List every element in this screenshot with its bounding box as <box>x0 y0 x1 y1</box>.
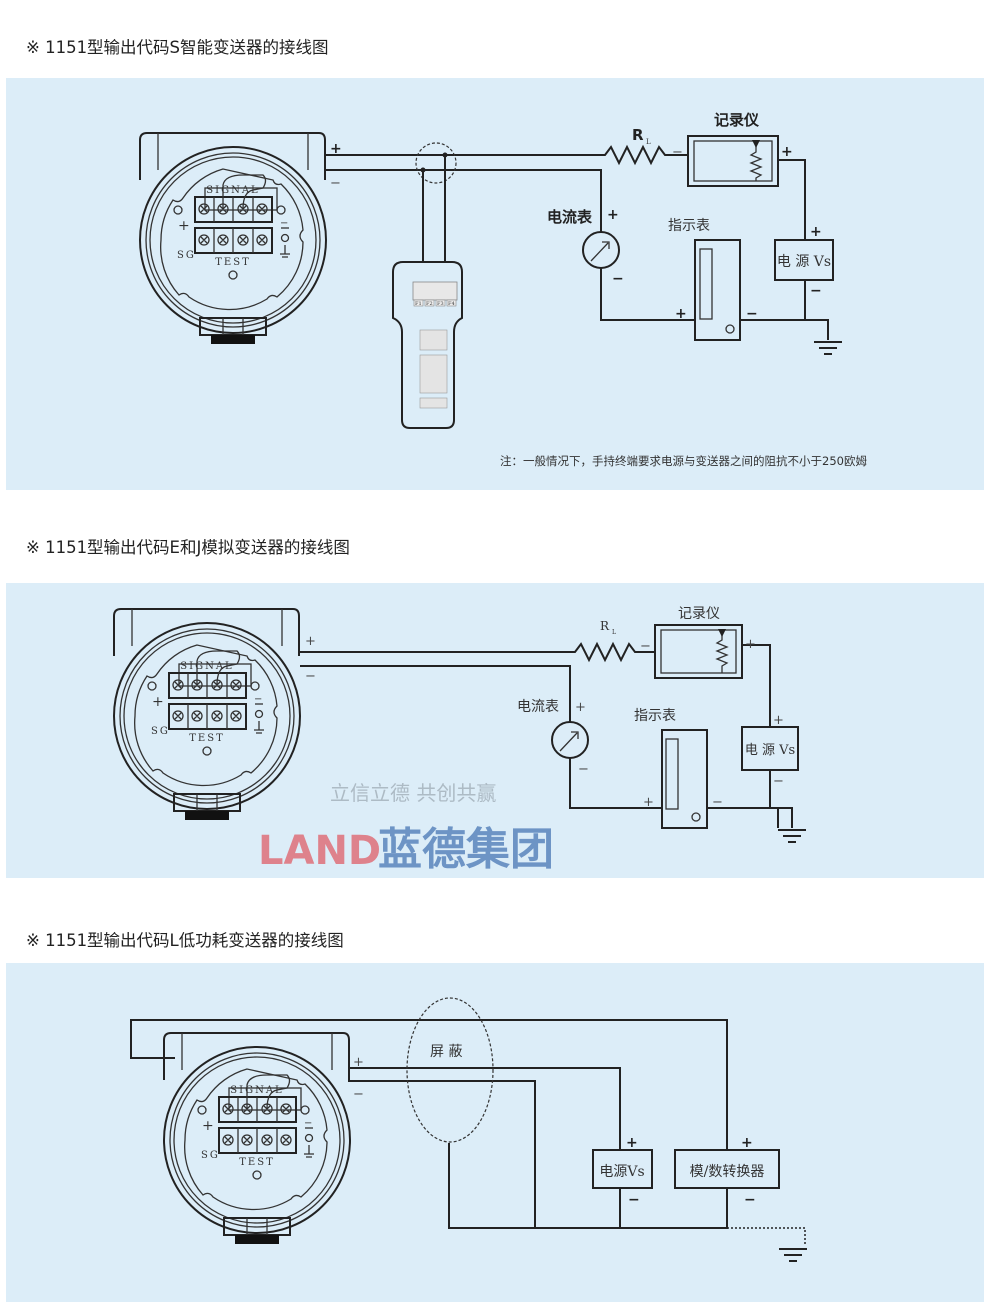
rl-label: R <box>600 619 610 633</box>
recorder-label: 记录仪 <box>714 111 760 129</box>
adc-label: 模/数转换器 <box>690 1163 765 1180</box>
watermark-logo: LAND <box>258 828 381 874</box>
signal-label: SIGNAL <box>180 661 233 672</box>
plus-sign: + <box>810 224 822 240</box>
section-title-ej: ※ 1151型输出代码E和J模拟变送器的接线图 <box>26 538 350 557</box>
plus-sign: + <box>305 634 316 649</box>
minus-sign: − <box>353 1087 364 1102</box>
plus-label: + <box>178 218 190 234</box>
diagram-ej-wiring: SIGNAL TEST SG + − 电 源 Vs + − R L − 记录仪 … <box>113 606 807 875</box>
minus-sign: − <box>810 283 822 299</box>
transmitter: SIGNAL TEST SG + − <box>113 608 301 820</box>
power-label: 电源Vs <box>599 1164 644 1180</box>
test-terminal-block <box>194 227 273 254</box>
signal-label: SIGNAL <box>230 1085 283 1096</box>
plus-label: + <box>152 694 164 710</box>
watermark: LAND 蓝德集团 立信立德 共创共赢 <box>258 781 554 875</box>
ammeter <box>582 231 620 269</box>
minus-sign: − <box>672 145 683 160</box>
rl-subscript: L <box>612 629 616 636</box>
plus-label: + <box>202 1118 214 1134</box>
indicator-label: 指示表 <box>668 218 710 234</box>
watermark-brand: 蓝德集团 <box>378 824 554 875</box>
minus-sign: − <box>578 762 589 777</box>
plus-sign: + <box>773 713 784 728</box>
note-text: 注：一般情况下，手持终端要求电源与变送器之间的阻抗不小于250欧姆 <box>500 454 867 468</box>
recorder <box>687 135 779 187</box>
ammeter <box>551 721 589 759</box>
test-label: TEST <box>215 257 251 268</box>
test-terminal-block <box>168 703 247 730</box>
minus-sign: − <box>640 639 651 654</box>
ad-converter <box>674 1149 780 1189</box>
shield-label: 屏 蔽 <box>430 1044 462 1060</box>
minus-sign: − <box>712 795 723 810</box>
signal-label: SIGNAL <box>206 185 259 196</box>
test-label: TEST <box>189 733 225 744</box>
minus-sign: − <box>746 306 758 322</box>
power-supply <box>592 1149 653 1189</box>
f1-key: F1 <box>415 301 422 307</box>
ammeter-label: 电流表 <box>547 208 593 226</box>
plus-sign: + <box>607 207 619 223</box>
recorder <box>654 624 743 679</box>
test-terminal-block <box>218 1127 297 1154</box>
section-title-s: ※ 1151型输出代码S智能变送器的接线图 <box>26 38 329 57</box>
minus-sign: − <box>612 271 624 287</box>
minus-sign: − <box>744 1192 756 1208</box>
power-label: 电 源 Vs <box>777 254 831 270</box>
indicator-meter <box>661 729 708 829</box>
power-supply <box>741 726 799 771</box>
minus-label: − <box>254 694 262 705</box>
diagram-s-wiring: 电 源 Vs F1 F2 F3 F4 + − R L − 记录仪 + 电流表 +… <box>325 111 867 468</box>
section-title-l: ※ 1151型输出代码L低功耗变送器的接线图 <box>26 931 344 950</box>
plus-sign: + <box>741 1135 753 1151</box>
panel-s-diagram <box>6 78 984 490</box>
diagram-l-wiring: SIGNAL TEST SG + − 电源Vs 模/数转换器 屏 蔽 + − +… <box>130 997 808 1262</box>
f3-key: F3 <box>437 301 444 307</box>
plus-sign: + <box>330 141 342 157</box>
f4-key: F4 <box>448 301 455 307</box>
sg-label: SG <box>151 726 170 737</box>
power-supply <box>774 239 834 281</box>
shield-ellipse <box>406 997 494 1143</box>
minus-sign: − <box>305 669 316 684</box>
plus-sign: + <box>745 637 756 652</box>
sg-label: SG <box>177 250 196 261</box>
minus-sign: − <box>330 176 341 191</box>
ammeter-label: 电流表 <box>517 699 559 715</box>
minus-label: − <box>280 218 288 229</box>
power-label: 电 源 Vs <box>745 743 795 758</box>
indicator-label: 指示表 <box>634 708 676 724</box>
rl-label: R <box>632 126 644 144</box>
plus-sign: + <box>575 700 586 715</box>
plus-sign: + <box>643 795 654 810</box>
minus-label: − <box>304 1118 312 1129</box>
minus-sign: − <box>773 774 784 789</box>
watermark-slogan: 立信立德 共创共赢 <box>330 781 496 805</box>
test-label: TEST <box>239 1157 275 1168</box>
minus-sign: − <box>628 1192 640 1208</box>
plus-sign: + <box>353 1055 364 1070</box>
plus-sign: + <box>626 1135 638 1151</box>
plus-sign: + <box>675 306 687 322</box>
rl-subscript: L <box>646 138 651 146</box>
indicator-meter <box>694 239 741 341</box>
hart-handheld: F1 F2 F3 F4 <box>392 261 463 429</box>
sg-label: SG <box>201 1150 220 1161</box>
transmitter: SIGNAL TEST SG + − <box>139 132 327 344</box>
f2-key: F2 <box>426 301 433 307</box>
plus-sign: + <box>781 144 793 160</box>
transmitter: SIGNAL TEST SG + − <box>163 1032 351 1244</box>
recorder-label: 记录仪 <box>678 606 720 622</box>
